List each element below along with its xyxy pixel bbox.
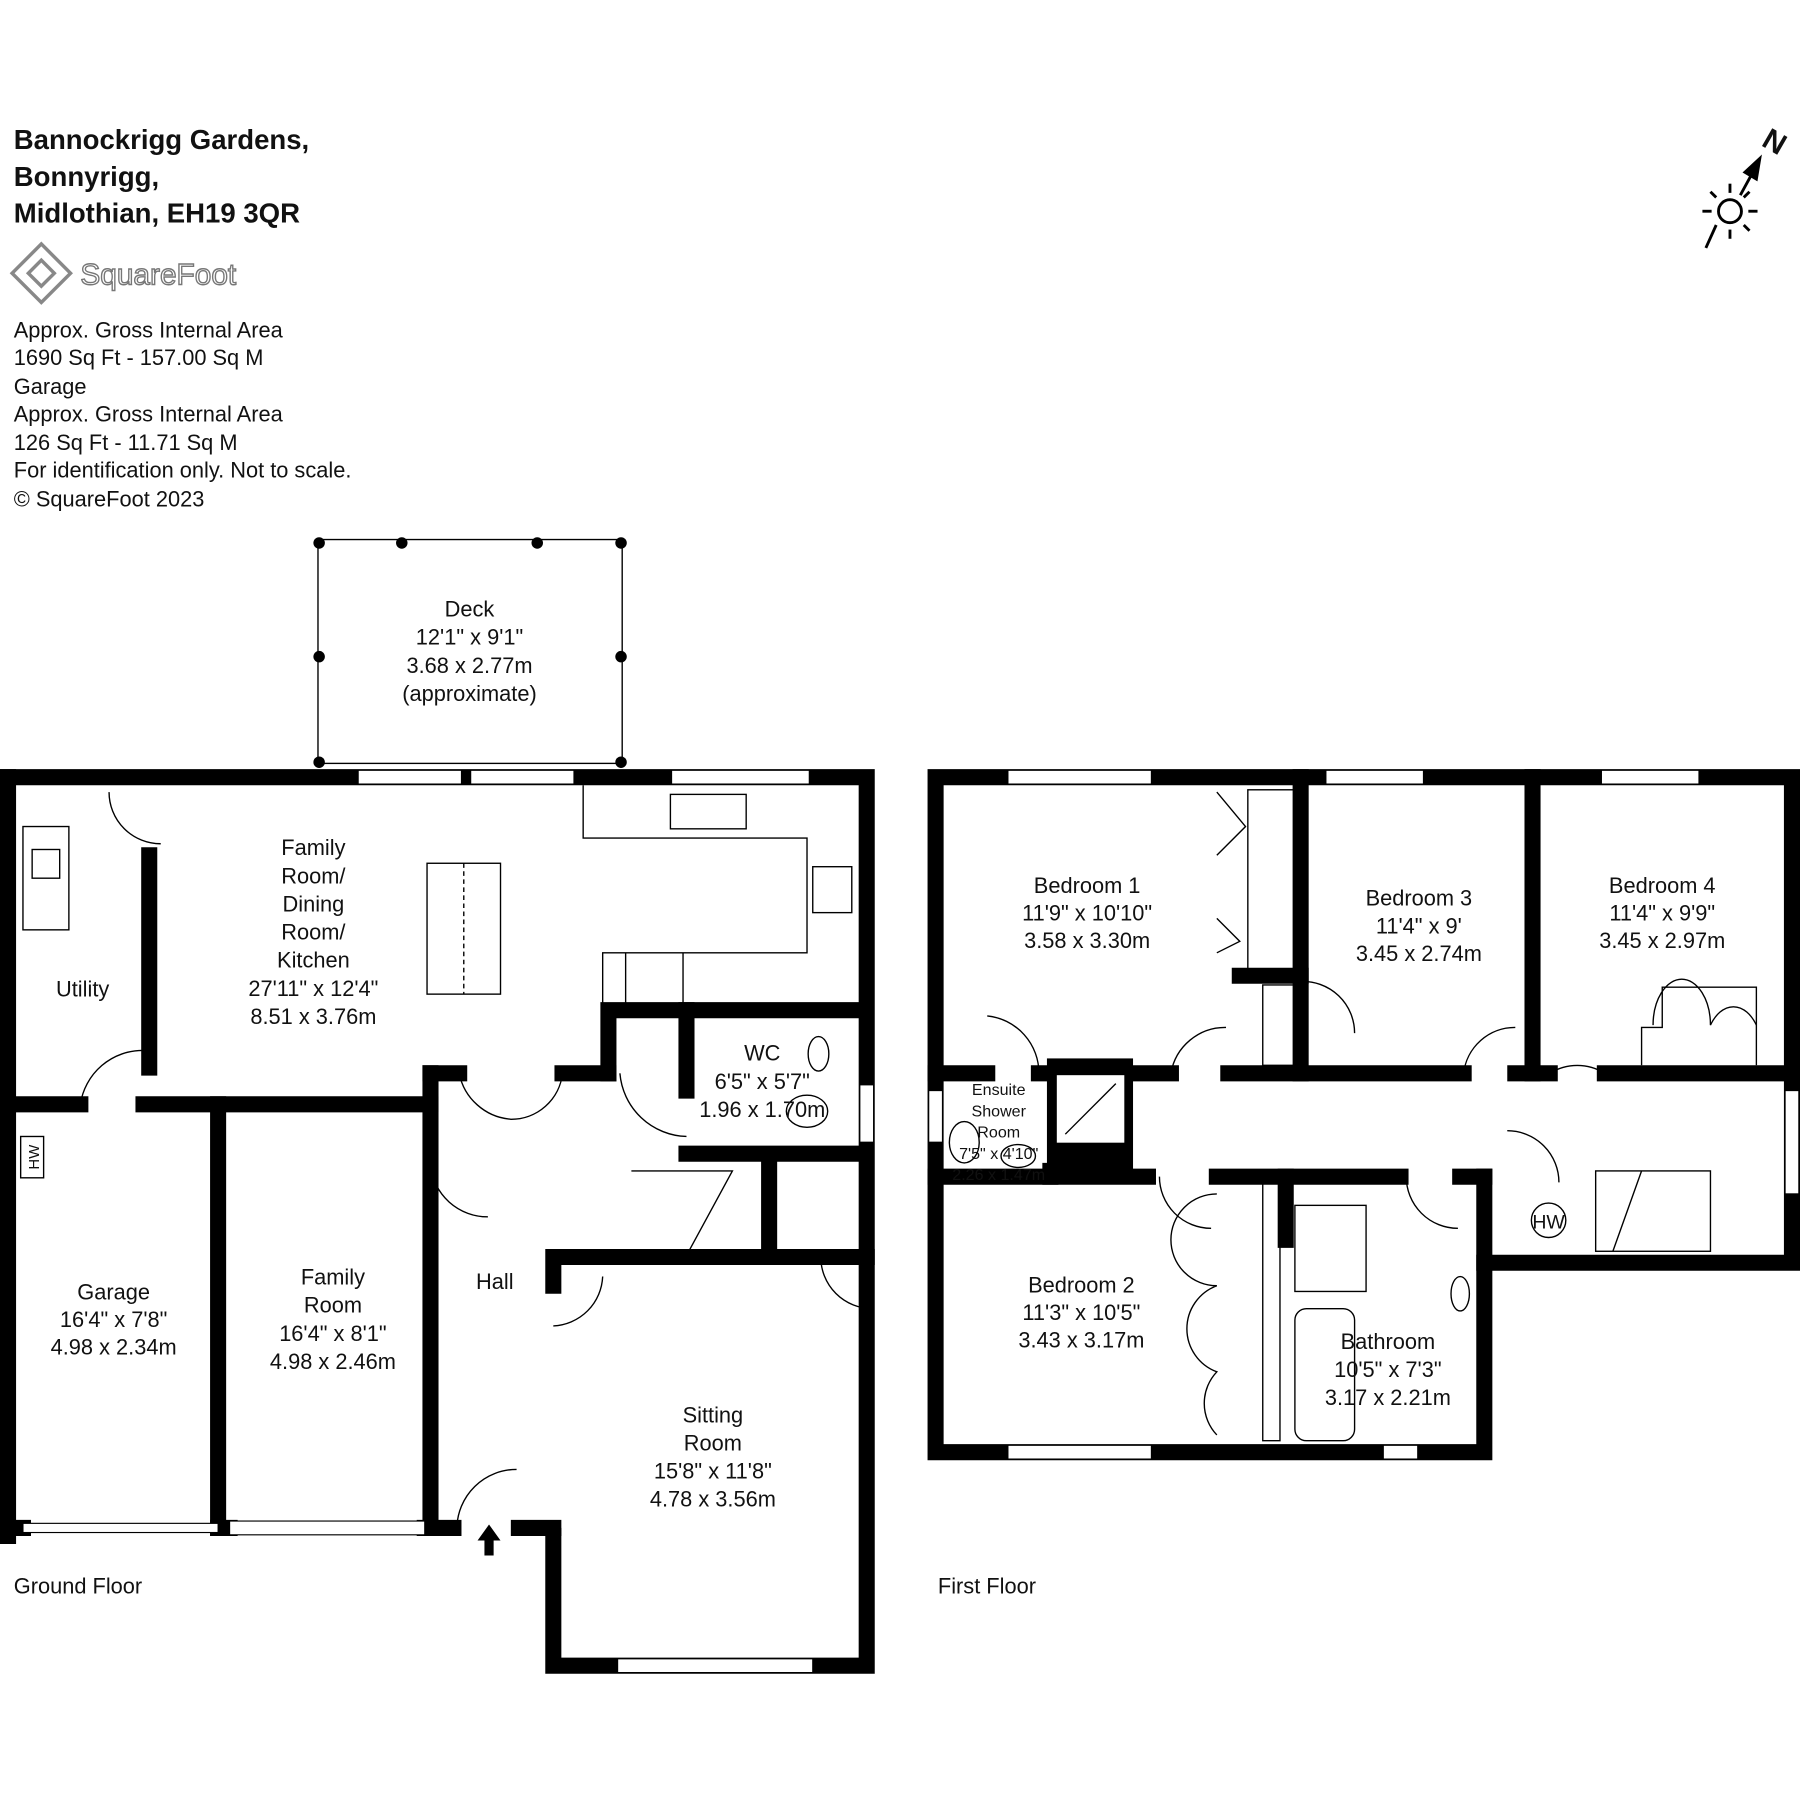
room-dimension: 4.98 x 2.46m: [270, 1349, 396, 1374]
address-line: Bannockrigg Gardens,: [14, 124, 309, 155]
room-dimension: Room/: [281, 863, 346, 888]
doors: [79, 792, 873, 1528]
windows: [22, 769, 875, 1674]
room-name: Bathroom: [1341, 1329, 1436, 1354]
room-dimension: 15'8" x 11'8": [654, 1459, 772, 1484]
room-name: Ensuite: [972, 1081, 1026, 1099]
room-name: Garage: [77, 1279, 150, 1304]
first-floor-fittings: [948, 789, 1758, 1442]
room-dimension: Shower: [971, 1102, 1026, 1120]
room-dimension: 7'5" x 4'10": [959, 1145, 1038, 1163]
room-label-wc: WC 6'5" x 5'7" 1.96 x 1.70m: [699, 1041, 825, 1122]
deck-outline: [313, 537, 627, 768]
area-info-line: Approx. Gross Internal Area: [14, 401, 284, 426]
room-label-deck: Deck 12'1" x 9'1" 3.68 x 2.77m (approximate…: [402, 596, 536, 706]
room-dimension: 3.45 x 2.97m: [1599, 928, 1725, 953]
room-name: Bedroom 1: [1034, 873, 1141, 898]
logo-text: SquareFoot: [80, 259, 237, 292]
logo-diamond-icon: [9, 241, 73, 305]
room-dimension: 2.26 x 1.47m: [952, 1166, 1045, 1184]
room-name: Family: [301, 1265, 365, 1290]
room-dimension: 3.58 x 3.30m: [1024, 928, 1150, 953]
windows: [928, 769, 1800, 1460]
room-dimension: 3.45 x 2.74m: [1356, 941, 1482, 966]
area-info-line: 1690 Sq Ft - 157.00 Sq M: [14, 345, 264, 370]
first-floor: HW First Floor: [927, 769, 1800, 1598]
room-name: Deck: [445, 596, 495, 621]
address: Bannockrigg Gardens, Bonnyrigg, Midlothi…: [14, 124, 309, 228]
area-info-line: 126 Sq Ft - 11.71 Sq M: [14, 430, 238, 455]
room-label-hall: Hall: [476, 1269, 514, 1294]
room-label-bedroom3: Bedroom 311'4" x 9' 3.45 x 2.74m: [1356, 886, 1482, 966]
north-arrow-sun-icon: N: [1702, 123, 1792, 249]
squarefoot-logo: SquareFoot: [9, 241, 238, 305]
room-dimension: 6'5" x 5'7": [715, 1069, 810, 1094]
hw-label: HW: [26, 1144, 43, 1170]
room-dimension: 11'9" x 10'10": [1022, 901, 1152, 926]
room-dimension: 3.17 x 2.21m: [1325, 1385, 1451, 1410]
room-name: Hall: [476, 1269, 514, 1294]
room-name: WC: [744, 1041, 780, 1066]
room-label-bathroom: Bathroom 10'5" x 7'3" 3.17 x 2.21m: [1325, 1329, 1451, 1410]
room-name: Bedroom 4: [1609, 873, 1716, 898]
room-dimension: 11'4" x 9': [1376, 913, 1462, 938]
room-name: Family: [281, 835, 345, 860]
room-dimension: Dining: [282, 891, 344, 916]
address-line: Midlothian, EH19 3QR: [14, 198, 300, 229]
area-info-line: Garage: [14, 374, 87, 399]
room-dimension: Room: [977, 1124, 1020, 1142]
room-dimension: 16'4" x 7'8": [60, 1307, 167, 1332]
room-name: Bedroom 3: [1366, 886, 1473, 911]
room-dimension: 11'4" x 9'9": [1609, 901, 1715, 926]
room-dimension: 4.98 x 2.34m: [51, 1335, 177, 1360]
room-dimension: 3.68 x 2.77m: [407, 653, 533, 678]
room-dimension: 1.96 x 1.70m: [699, 1097, 825, 1122]
ground-floor-label: Ground Floor: [14, 1573, 142, 1598]
room-dimension: 4.78 x 3.56m: [650, 1487, 776, 1512]
hot-water-cylinder-ground: HW: [19, 1135, 45, 1179]
room-dimension: Kitchen: [277, 948, 350, 973]
room-label-garage: Garage 16'4" x 7'8" 4.98 x 2.34m: [51, 1279, 177, 1359]
area-info-line: Approx. Gross Internal Area: [14, 317, 284, 342]
north-label: N: [1757, 123, 1792, 162]
area-info: Approx. Gross Internal Area 1690 Sq Ft -…: [14, 317, 352, 511]
hw-label: HW: [1532, 1211, 1565, 1233]
ground-floor: HW Ground Floor: [0, 537, 875, 1674]
room-label-bedroom2: Bedroom 211'3" x 10'5" 3.43 x 3.17m: [1018, 1273, 1144, 1353]
address-line: Bonnyrigg,: [14, 161, 159, 192]
room-name: Sitting: [683, 1402, 744, 1427]
room-dimension: (approximate): [402, 681, 536, 706]
area-info-line: © SquareFoot 2023: [14, 486, 205, 511]
room-label-bedroom1: Bedroom 1 11'9" x 10'10"3.58 x 3.30m: [1022, 873, 1152, 953]
ground-floor-walls: [0, 769, 875, 1674]
area-info-line: For identification only. Not to scale.: [14, 458, 352, 483]
room-dimension: Room: [684, 1430, 742, 1455]
room-labels: Deck 12'1" x 9'1" 3.68 x 2.77m (approximate…: [51, 596, 1726, 1511]
room-name: Bedroom 2: [1028, 1273, 1135, 1298]
room-dimension: 16'4" x 8'1": [279, 1321, 386, 1346]
room-label-bedroom4: Bedroom 4 11'4" x 9'9"3.45 x 2.97m: [1599, 873, 1725, 953]
room-dimension: 8.51 x 3.76m: [250, 1004, 376, 1029]
room-dimension: 27'11" x 12'4": [248, 976, 378, 1001]
room-label-utility: Utility: [56, 976, 109, 1001]
room-dimension: 3.43 x 3.17m: [1018, 1328, 1144, 1353]
room-dimension: 12'1" x 9'1": [416, 625, 523, 650]
room-dimension: 10'5" x 7'3": [1334, 1357, 1441, 1382]
kitchen-fittings: [22, 785, 853, 1011]
room-name: Utility: [56, 976, 109, 1001]
room-dimension: 11'3" x 10'5": [1022, 1300, 1140, 1325]
entrance-arrow-icon: [477, 1524, 501, 1556]
first-floor-label: First Floor: [938, 1573, 1036, 1598]
room-dimension: Room/: [281, 920, 346, 945]
room-dimension: Room: [304, 1293, 362, 1318]
hot-water-cylinder-first: HW: [1530, 1202, 1567, 1239]
